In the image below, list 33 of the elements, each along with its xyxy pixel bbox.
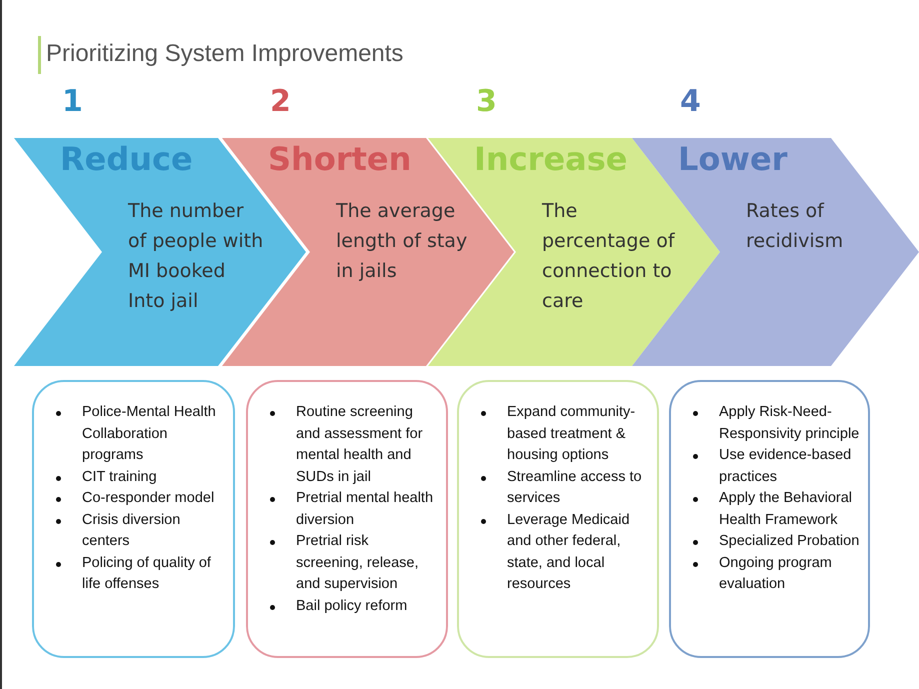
step-heading: Increase bbox=[474, 140, 628, 178]
bullet-list-card bbox=[669, 380, 870, 658]
slide-title: Prioritizing System Improvements bbox=[46, 40, 404, 68]
list-item: Police-Mental Health Collaboration programs bbox=[52, 402, 225, 466]
step-number: 2 bbox=[270, 84, 291, 119]
step-description: The percentage of connection to care bbox=[542, 199, 676, 314]
step-description: Rates of recidivism bbox=[746, 199, 844, 254]
bullet-list-card bbox=[246, 380, 448, 658]
list-item: CIT training bbox=[52, 466, 225, 488]
list-item: Co-responder model bbox=[52, 488, 225, 510]
step-heading: Shorten bbox=[268, 140, 412, 178]
list-item: Specialized Probation bbox=[689, 531, 860, 552]
step-heading: Lower bbox=[678, 140, 788, 178]
list-item: Expand community-based treatment & housing options bbox=[477, 402, 649, 466]
list-item: Apply the Behavioral Health Framework bbox=[689, 488, 860, 531]
step-number: 4 bbox=[680, 84, 701, 119]
list-item: Routine screening and assessment for mental health and SUDs in jail bbox=[266, 402, 438, 488]
bullet-list-card bbox=[457, 380, 659, 658]
list-item: Apply Risk-Need-Responsivity principle bbox=[689, 402, 860, 445]
list-item: Leverage Medicaid and other federal, state, and local resources bbox=[477, 510, 649, 596]
list-item: Streamline access to services bbox=[477, 466, 649, 510]
list-item: Crisis diversion centers bbox=[52, 510, 225, 552]
step-description: The number of people with MI booked Into jail bbox=[128, 199, 264, 314]
list-item: Pretrial mental health diversion bbox=[266, 488, 438, 531]
list-item: Use evidence-based practices bbox=[689, 445, 860, 488]
list-item: Policing of quality of life offenses bbox=[52, 552, 225, 596]
list-item: Ongoing program evaluation bbox=[689, 552, 860, 596]
step-number: 3 bbox=[476, 84, 497, 119]
list-item: Bail policy reform bbox=[266, 596, 438, 617]
step-number: 1 bbox=[62, 84, 83, 119]
step-description: The average length of stay in jails bbox=[336, 199, 468, 284]
bullet-list-card bbox=[32, 380, 235, 658]
list-item: Pretrial risk screening, release, and supervision bbox=[266, 531, 438, 596]
